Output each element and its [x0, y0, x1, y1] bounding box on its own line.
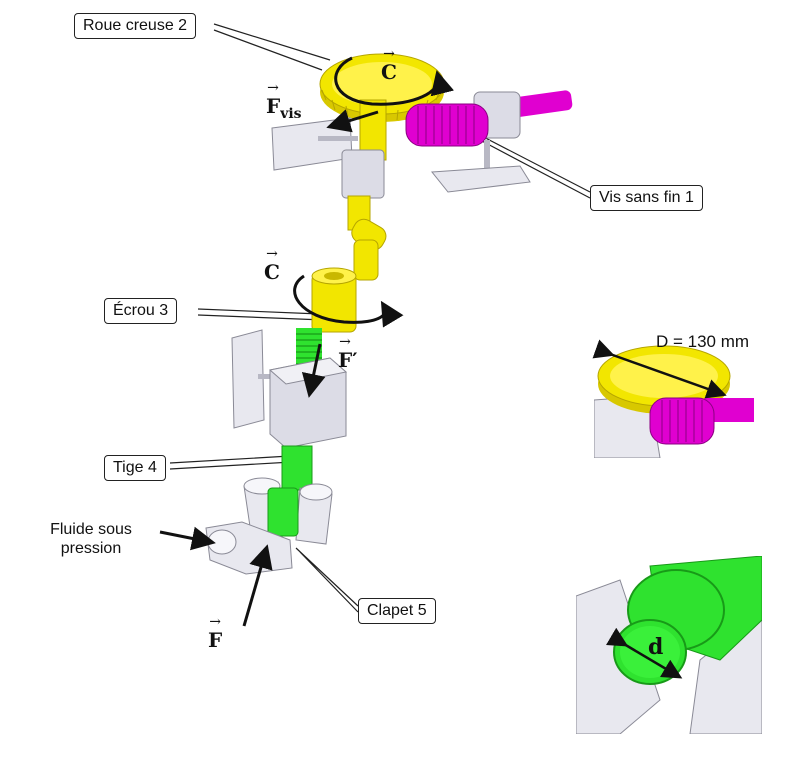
- label-clapet: Clapet 5: [358, 598, 436, 624]
- leader-lines: [169, 23, 591, 613]
- worm-screw: [405, 90, 573, 193]
- label-roue-creuse: Roue creuse 2: [74, 13, 197, 39]
- force-fprime-arrow: [301, 343, 326, 398]
- force-f-arrow: [242, 544, 273, 627]
- vector-f: →F: [208, 614, 223, 652]
- torque-mid-arrow: [293, 274, 404, 328]
- detail-small-d-label: d: [648, 634, 664, 660]
- bracket-middle: [231, 329, 348, 449]
- arrows: [159, 56, 454, 627]
- detail-view-diameter: [592, 330, 754, 458]
- torque-top-arrow: [334, 56, 454, 106]
- fluid-arrow: [159, 526, 216, 551]
- label-fluide-line2: pression: [60, 540, 122, 557]
- detail-view-small-diameter: [576, 556, 762, 734]
- upper-shaft: [341, 99, 387, 281]
- vector-f-prime: →F′: [338, 334, 358, 372]
- rod: [281, 445, 313, 491]
- force-fvis-arrow: [326, 109, 379, 133]
- label-tige: Tige 4: [104, 455, 166, 481]
- detail-diameter-label: D = 130 mm: [656, 332, 750, 351]
- vector-f-vis-sub: vis: [280, 106, 302, 122]
- valve: [205, 477, 333, 575]
- vector-c-mid: →C: [264, 246, 280, 284]
- vector-c-top: →C: [381, 46, 397, 84]
- label-fluide: Fluide sous pression: [36, 520, 146, 558]
- label-fluide-line1: Fluide sous: [50, 521, 132, 538]
- vector-f-vis: →Fvis: [266, 80, 302, 122]
- label-vis-sans-fin: Vis sans fin 1: [590, 185, 703, 211]
- label-ecrou: Écrou 3: [104, 298, 178, 324]
